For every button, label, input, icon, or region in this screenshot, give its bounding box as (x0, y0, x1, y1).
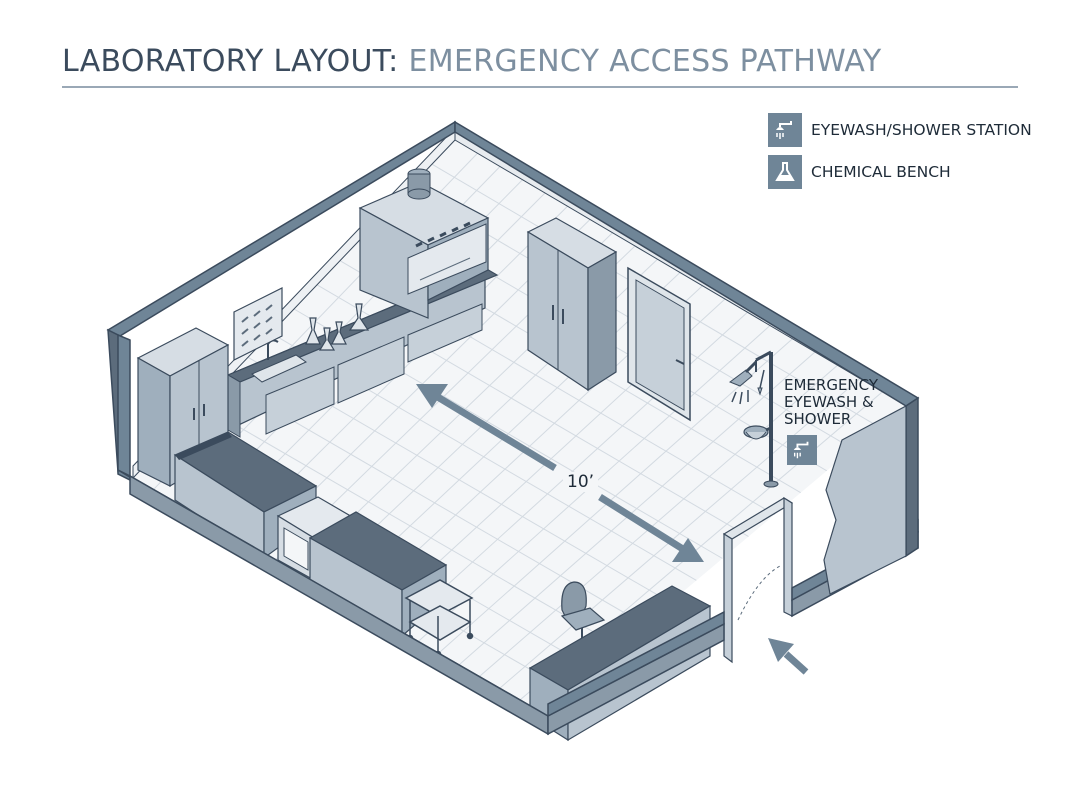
legend-item-bench: CHEMICAL BENCH (768, 155, 1032, 189)
distance-label: 10’ (563, 472, 599, 492)
broken-wall-section (823, 405, 907, 595)
emergency-shower-callout: EMERGENCY EYEWASH & SHOWER (784, 377, 878, 428)
legend-item-eyewash: EYEWASH/SHOWER STATION (768, 113, 1032, 147)
rear-door (627, 266, 691, 422)
title-subtitle: EMERGENCY ACCESS PATHWAY (408, 44, 882, 79)
entrance-door-frame (722, 496, 794, 664)
storage-cart-1 (276, 496, 356, 582)
floor-grid-line (437, 338, 793, 654)
floor-grid-line (458, 351, 816, 666)
callout-line: EYEWASH & (784, 393, 874, 411)
glassware (305, 303, 370, 351)
emergency-shower (728, 350, 779, 488)
fume-hood (358, 168, 490, 319)
title-main: LABORATORY LAYOUT: (62, 44, 399, 79)
shower-icon (768, 113, 802, 147)
shower-icon (787, 435, 817, 465)
callout-line: EMERGENCY (784, 376, 879, 394)
page-title: LABORATORY LAYOUT: EMERGENCY ACCESS PATHW… (62, 44, 882, 79)
lab-chair (560, 581, 606, 644)
pathway-arrows (416, 384, 809, 675)
flask-icon (768, 155, 802, 189)
callout-line: SHOWER (784, 410, 852, 428)
chemical-bench-1 (173, 431, 318, 560)
floor-grid-line (478, 364, 838, 678)
storage-cart-2 (404, 579, 474, 658)
legend-label-eyewash: EYEWASH/SHOWER STATION (811, 121, 1032, 139)
legend: EYEWASH/SHOWER STATION CHEMICAL BENCH (768, 113, 1032, 197)
floor-grid-line (498, 378, 861, 689)
legend-label-bench: CHEMICAL BENCH (811, 163, 951, 181)
sink (251, 354, 308, 383)
title-divider (62, 86, 1018, 88)
tall-cabinet-right (526, 217, 618, 392)
